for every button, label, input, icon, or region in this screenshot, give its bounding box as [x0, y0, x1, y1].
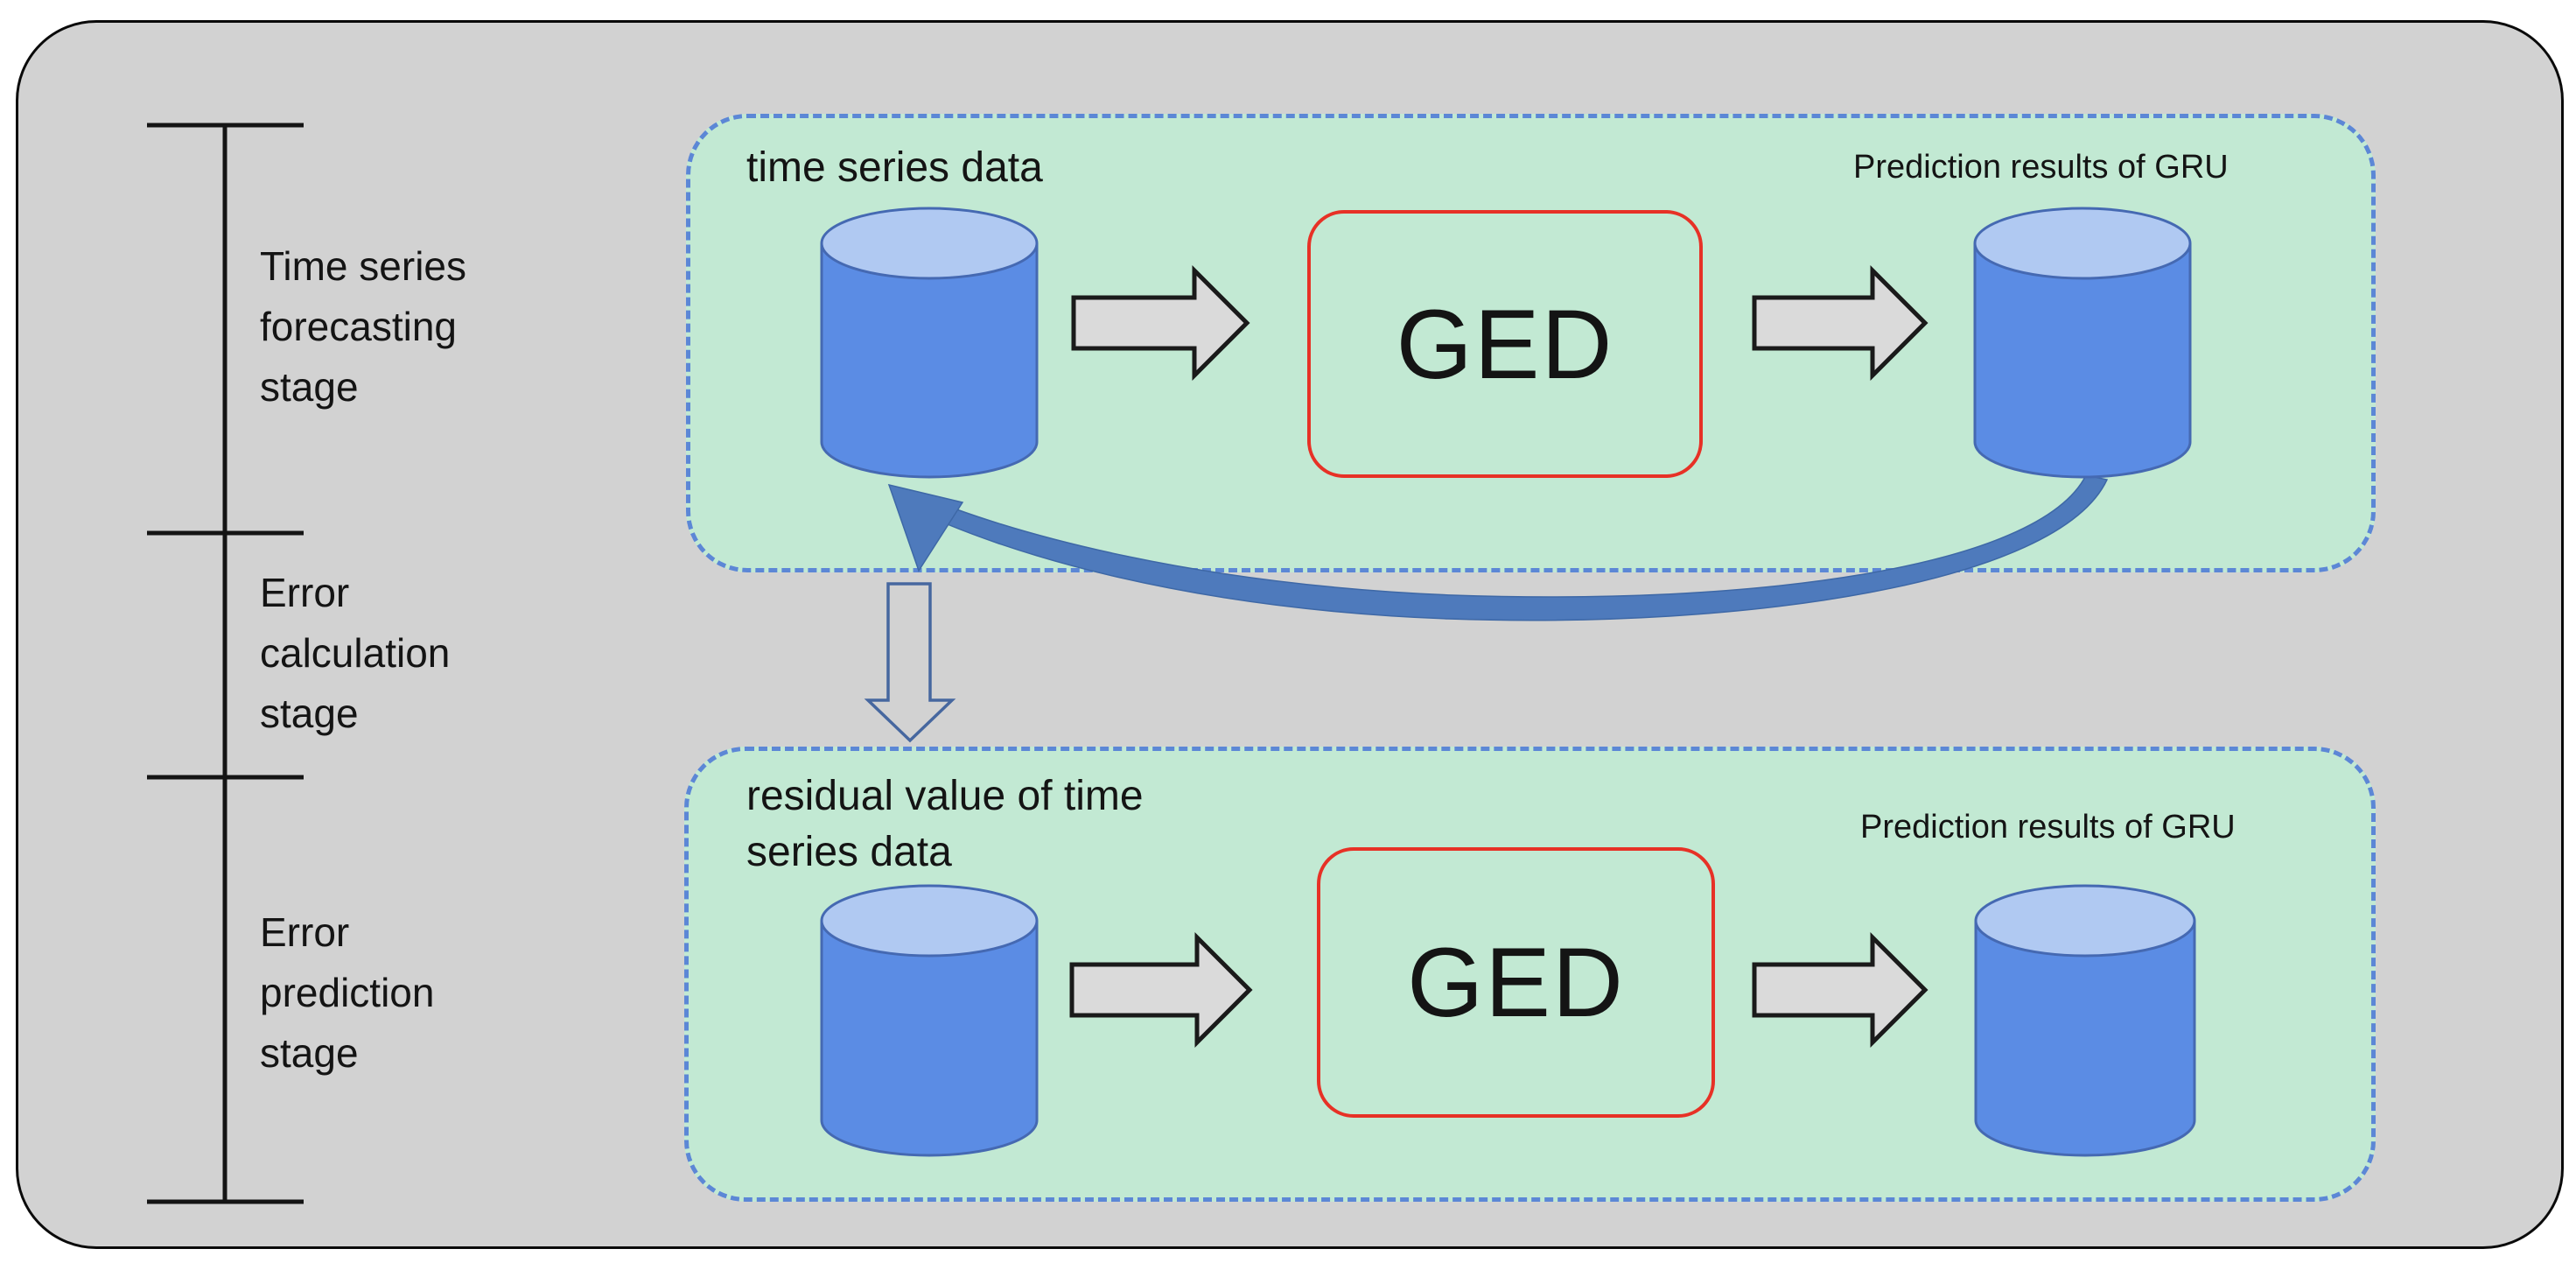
- input-data-label-error: residual value of time series data: [746, 773, 1144, 875]
- ged-model-label: GED: [1396, 289, 1614, 399]
- feedback-curved-arrow-icon: [887, 474, 2109, 621]
- stage-label-error-calculation: Error calculation stage: [260, 570, 451, 736]
- down-arrow-icon: [864, 582, 956, 743]
- block-arrow-icon: [1069, 931, 1253, 1049]
- block-arrow-icon: [1752, 931, 1928, 1049]
- database-cylinder-icon: [1973, 207, 2192, 479]
- ged-model-box-forecasting: GED: [1307, 210, 1703, 478]
- timeline-axis: [147, 123, 304, 1204]
- ged-model-label: GED: [1407, 928, 1625, 1037]
- block-arrow-icon: [1752, 264, 1928, 382]
- output-data-label-error: Prediction results of GRU: [1860, 809, 2236, 846]
- block-arrows: [1069, 264, 1928, 1049]
- output-data-label-forecasting: Prediction results of GRU: [1853, 149, 2229, 186]
- block-arrow-icon: [1071, 264, 1250, 382]
- database-cylinder-icon: [820, 207, 1039, 479]
- ged-model-box-error: GED: [1317, 847, 1715, 1118]
- database-cylinder-icon: [1974, 884, 2196, 1157]
- stage-label-error-prediction: Error prediction stage: [260, 909, 435, 1076]
- stage-label-forecasting: Time series forecasting stage: [260, 243, 466, 410]
- input-data-label-forecasting: time series data: [746, 144, 1043, 191]
- database-cylinder-icon: [820, 884, 1039, 1157]
